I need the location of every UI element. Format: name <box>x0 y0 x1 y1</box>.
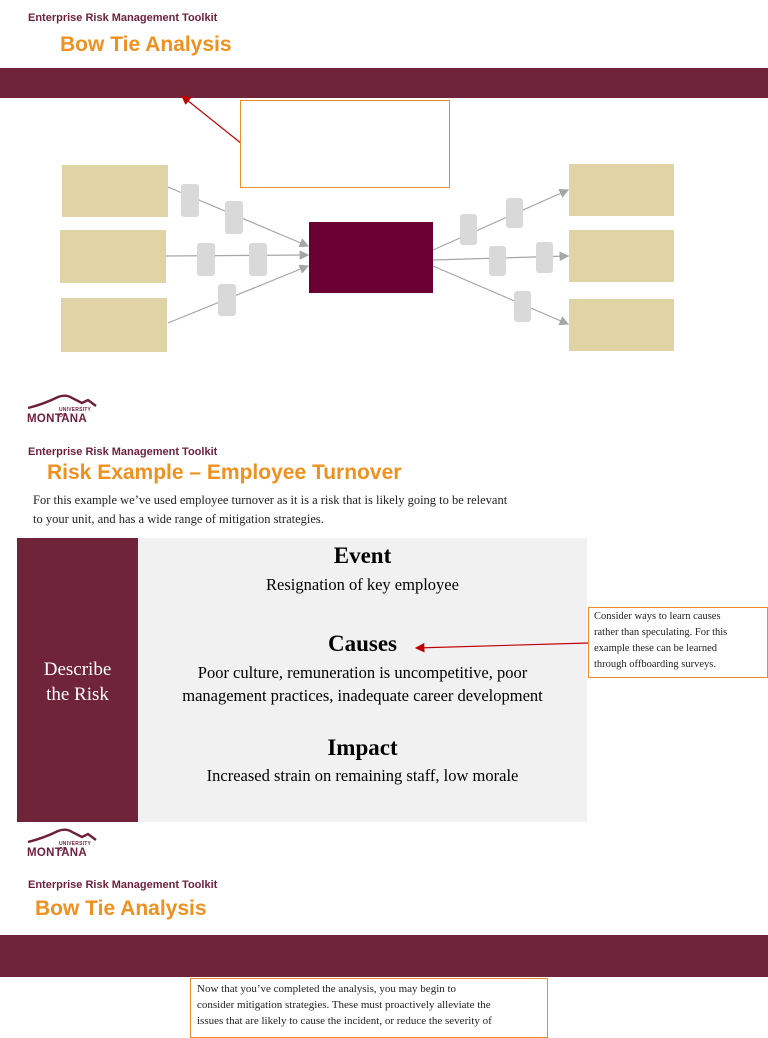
slide3-toolkit-label: Enterprise Risk Management Toolkit <box>28 879 218 891</box>
risk-content-panel <box>138 538 587 822</box>
logo-small-text: UNIVERSITY OF <box>59 841 91 853</box>
consequence-box-3 <box>569 299 674 351</box>
slide2-toolkit-label: Enterprise Risk Management Toolkit <box>28 446 218 458</box>
slide2-intro-line-2: to your unit, and has a wide range of mi… <box>33 512 324 526</box>
slide1-title: Bow Tie Analysis <box>60 33 232 56</box>
mitigating-control-2 <box>506 198 523 228</box>
causes-note-box <box>588 607 768 678</box>
mountain-icon <box>27 394 97 410</box>
slide3-header-band <box>0 935 768 977</box>
consequence-box-2 <box>569 230 674 282</box>
cause-box-3 <box>61 298 167 352</box>
impact-text: Increased strain on remaining staff, low… <box>206 766 519 785</box>
slide1-header-band <box>0 68 768 98</box>
impact-heading: Impact <box>327 735 398 760</box>
event-box <box>309 222 433 293</box>
causes-note-arrow <box>414 642 589 653</box>
preventive-control-2 <box>225 201 243 234</box>
preventive-control-1 <box>181 184 199 217</box>
connector-right-1 <box>432 189 570 251</box>
preventive-control-5 <box>218 284 236 316</box>
risk-side-label-line-1: Describe <box>43 659 112 680</box>
slide3-note-line-2: consider mitigation strategies. These mu… <box>197 999 491 1011</box>
causes-note-line-4: through offboarding surveys. <box>594 659 716 670</box>
mountain-icon <box>27 828 97 844</box>
mitigating-control-4 <box>536 242 553 273</box>
slide2-title: Risk Example – Employee Turnover <box>47 461 402 484</box>
slide3-title: Bow Tie Analysis <box>35 897 207 920</box>
connector-right-3 <box>432 265 570 326</box>
causes-note-line-3: example these can be learned <box>594 643 718 654</box>
mitigating-control-1 <box>460 214 477 245</box>
preventive-control-4 <box>249 243 267 276</box>
mitigating-control-3 <box>489 246 506 276</box>
connector-left-3 <box>167 264 310 324</box>
causes-heading: Causes <box>327 631 397 656</box>
mitigating-control-5 <box>514 291 531 322</box>
causes-note-line-2: rather than speculating. For this <box>594 627 728 638</box>
slide2-intro-line-1: For this example we’ve used employee tur… <box>33 493 508 507</box>
causes-note-line-1: Consider ways to learn causes <box>594 611 721 622</box>
callout-box <box>240 100 450 188</box>
event-text: Resignation of key employee <box>266 575 459 594</box>
cause-box-2 <box>60 230 166 283</box>
risk-side-panel <box>17 538 138 822</box>
callout-arrow <box>181 95 243 145</box>
cause-box-1 <box>62 165 168 217</box>
logo-small-text: UNIVERSITY OF <box>59 407 91 419</box>
logo-big-text: MONTANA <box>27 413 88 425</box>
slide1-toolkit-label: Enterprise Risk Management Toolkit <box>28 12 218 24</box>
consequence-box-1 <box>569 164 674 216</box>
logo-big-text: MONTANA <box>27 847 88 859</box>
university-logo-1: UNIVERSITY OF MONTANA <box>26 394 98 428</box>
university-logo-2: UNIVERSITY OF MONTANA <box>26 828 98 862</box>
event-heading: Event <box>333 543 392 568</box>
causes-text-line-2: management practices, inadequate career … <box>182 686 543 705</box>
connector-left-2 <box>165 250 310 260</box>
preventive-control-3 <box>197 243 215 276</box>
risk-side-label-line-2: the Risk <box>46 684 109 705</box>
slide3-note-line-1: Now that you’ve completed the analysis, … <box>197 983 457 995</box>
slide3-note-line-3: issues that are likely to cause the inci… <box>197 1015 492 1027</box>
causes-text-line-1: Poor culture, remuneration is uncompetit… <box>197 663 528 682</box>
